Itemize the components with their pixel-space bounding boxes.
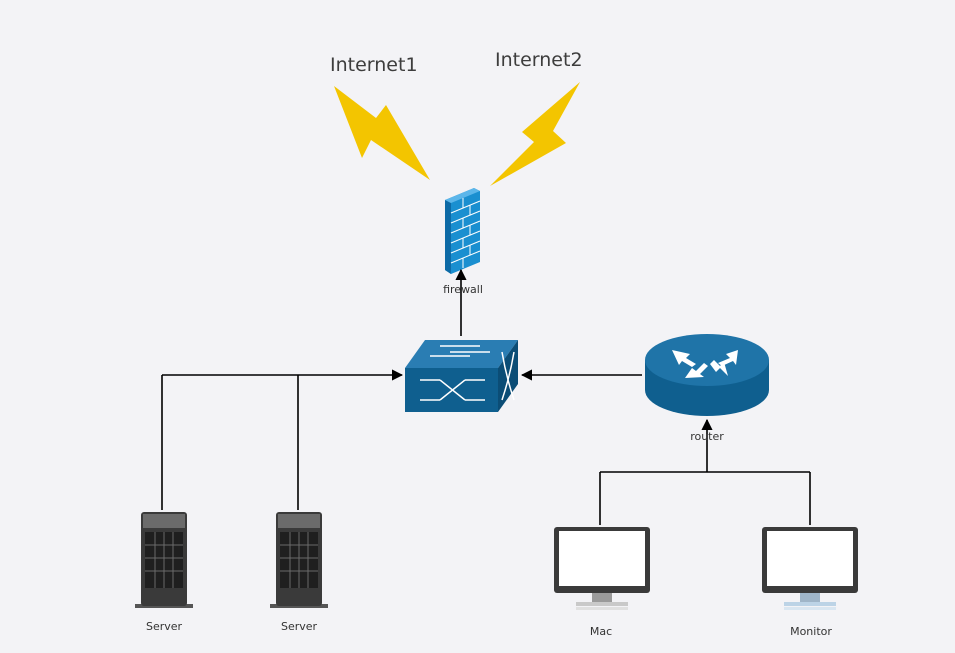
server-2-icon bbox=[270, 512, 328, 608]
internet2-label: Internet2 bbox=[495, 49, 583, 71]
switch-icon bbox=[405, 340, 518, 412]
firewall-label: firewall bbox=[443, 283, 483, 296]
server-1-label: Server bbox=[145, 620, 183, 633]
mac-label: Mac bbox=[589, 625, 613, 638]
mac-desktop-monitor-icon bbox=[554, 527, 650, 610]
server-2-label: Server bbox=[280, 620, 318, 633]
firewall-icon bbox=[445, 188, 481, 274]
internet2-lightning-icon bbox=[490, 82, 580, 186]
router-icon bbox=[645, 334, 769, 416]
router-label: router bbox=[690, 430, 724, 443]
monitor-label: Monitor bbox=[790, 625, 832, 638]
connector-lines bbox=[161, 268, 811, 525]
internet1-lightning-icon bbox=[334, 86, 430, 180]
server-1-icon bbox=[135, 512, 193, 608]
monitor-desktop-monitor-icon bbox=[762, 527, 858, 610]
internet1-label: Internet1 bbox=[330, 54, 418, 76]
